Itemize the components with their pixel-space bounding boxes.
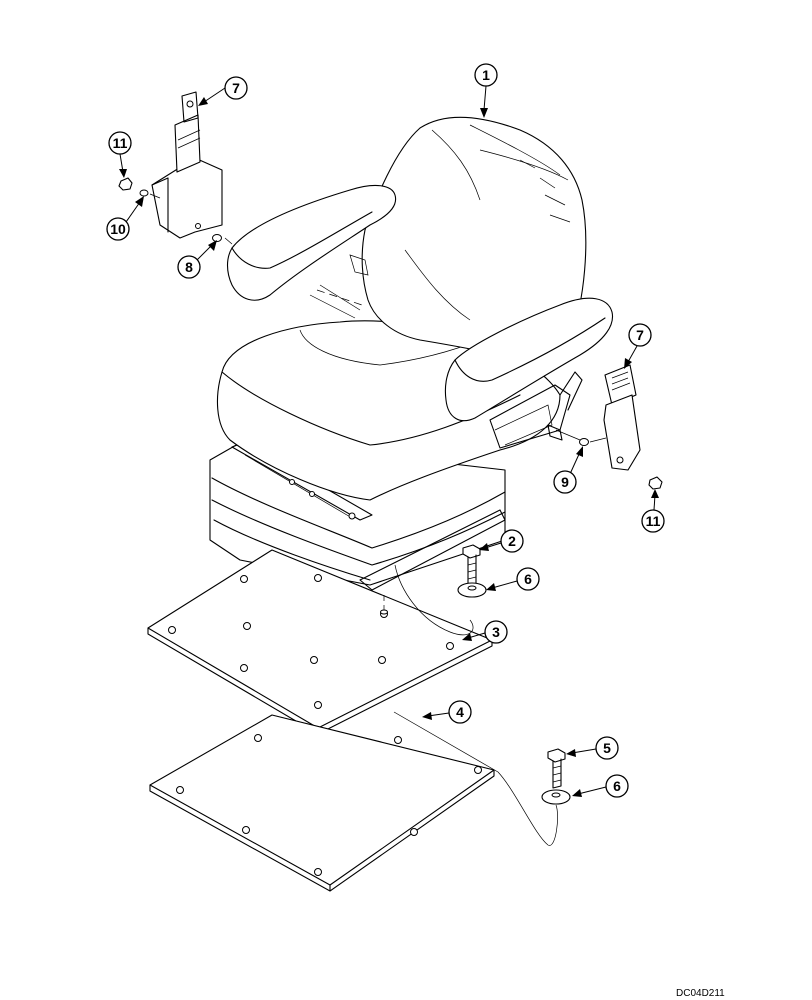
seat-belt-buckle-right [555,364,663,490]
bolt-and-washer-lower [541,748,571,805]
mounting-plate-lower [149,714,495,892]
bolt-and-washer-upper [457,544,487,598]
svg-text:7: 7 [232,80,240,96]
seat-belt-left [118,91,223,242]
callout-7-left: 7 [198,76,248,106]
mounting-plate-upper [147,549,493,735]
svg-text:8: 8 [185,259,193,275]
svg-text:5: 5 [603,740,611,756]
svg-text:6: 6 [613,778,621,794]
svg-text:6: 6 [524,571,532,587]
callout-6-lower: 6 [572,774,629,798]
callouts: 1 7 11 10 8 [106,63,665,798]
callout-11-right: 11 [641,489,665,533]
callout-10: 10 [106,196,144,241]
svg-text:4: 4 [456,704,464,720]
svg-text:11: 11 [646,513,661,529]
seat-assembly [209,116,614,591]
assembly-lines [149,193,607,846]
callout-11-left: 11 [108,131,132,178]
svg-text:9: 9 [561,474,569,490]
callout-1: 1 [474,63,498,118]
svg-text:7: 7 [636,327,644,343]
callout-5: 5 [566,736,619,760]
callout-6-upper: 6 [486,567,540,591]
svg-text:10: 10 [110,221,126,237]
drawing-reference-code: DC04D211 [676,988,725,999]
callout-4: 4 [422,700,472,724]
svg-text:11: 11 [113,135,128,151]
callout-3: 3 [462,620,508,644]
callout-9: 9 [553,446,583,494]
callout-2: 2 [479,529,524,553]
svg-text:2: 2 [508,533,516,549]
svg-text:1: 1 [482,67,490,83]
callout-7-right: 7 [624,323,652,369]
callout-8: 8 [177,240,217,279]
svg-text:3: 3 [492,624,500,640]
